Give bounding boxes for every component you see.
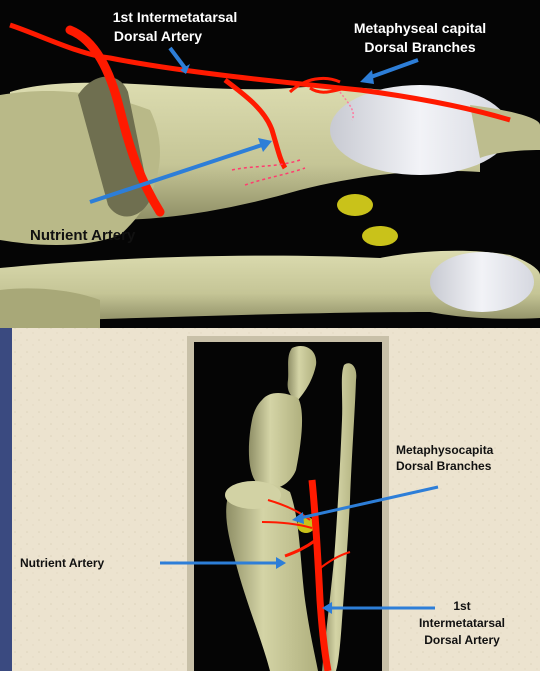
- sesamoid-top-1: [337, 194, 373, 216]
- label-first-intermetatarsal-line2-bottom: Intermetatarsal: [419, 616, 505, 630]
- metatarsal-head-bottom: [225, 481, 281, 509]
- sesamoid-top-2: [362, 226, 398, 246]
- side-bar: [0, 328, 12, 671]
- label-nutrient-artery-bottom: Nutrient Artery: [20, 556, 105, 570]
- label-first-intermetatarsal-line3-bottom: Dorsal Artery: [424, 633, 500, 647]
- label-first-intermetatarsal-line2-top: Dorsal Artery: [114, 28, 202, 44]
- top-panel: 1st Intermetatarsal Dorsal Artery Metaph…: [0, 0, 540, 328]
- cartilage-head-lower: [430, 252, 534, 312]
- label-first-intermetatarsal-line1-bottom: 1st: [453, 599, 470, 613]
- label-metaphyseal-line2-top: Dorsal Branches: [364, 39, 475, 55]
- label-metaphysocapital-line2-bottom: Dorsal Branches: [396, 459, 492, 473]
- label-nutrient-artery-top: Nutrient Artery: [30, 227, 136, 244]
- label-metaphyseal-line1-top: Metaphyseal capital: [354, 20, 486, 36]
- label-metaphysocapital-line1-bottom: Metaphysocapita: [396, 443, 494, 457]
- label-first-intermetatarsal-line1-top: 1st Intermetatarsal: [113, 9, 238, 25]
- bottom-panel: Metaphysocapita Dorsal Branches Nutrient…: [0, 328, 540, 671]
